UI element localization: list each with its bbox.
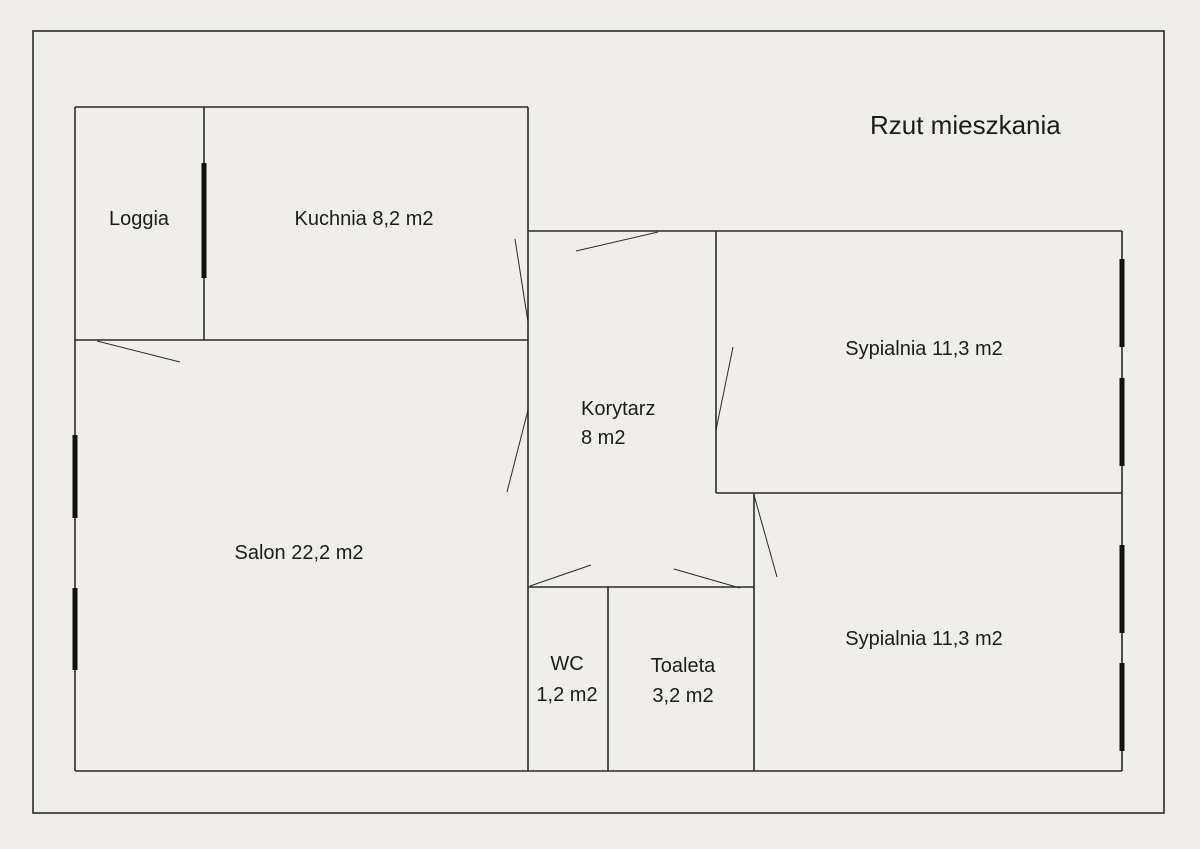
windows [72,163,1125,751]
door-salon-loggia [96,340,181,363]
label-salon: Salon 22,2 m2 [235,542,364,564]
label-wc-area: 1,2 m2 [536,684,597,706]
door-salon [506,409,529,493]
door-bedroom2 [753,494,778,578]
door-wc [529,564,592,587]
label-sypialnia-1: Sypialnia 11,3 m2 [845,338,1003,360]
label-loggia: Loggia [109,208,170,230]
label-toaleta-area: 3,2 m2 [652,685,713,707]
door-toaleta [673,568,741,589]
plan-title: Rzut mieszkania [870,110,1061,140]
label-korytarz-name: Korytarz [581,398,655,420]
door-corridor-entrance [575,231,659,252]
label-toaleta-name: Toaleta [651,655,716,677]
door-kitchen [514,238,529,323]
label-kuchnia: Kuchnia 8,2 m2 [295,208,434,230]
room-labels: Loggia Kuchnia 8,2 m2 Korytarz 8 m2 Salo… [109,208,1003,707]
page-frame [32,30,1165,814]
door-bedroom1 [715,346,734,431]
label-korytarz-area: 8 m2 [581,427,625,449]
label-sypialnia-2: Sypialnia 11,3 m2 [845,628,1003,650]
label-wc-name: WC [550,653,583,675]
doors [96,231,778,589]
